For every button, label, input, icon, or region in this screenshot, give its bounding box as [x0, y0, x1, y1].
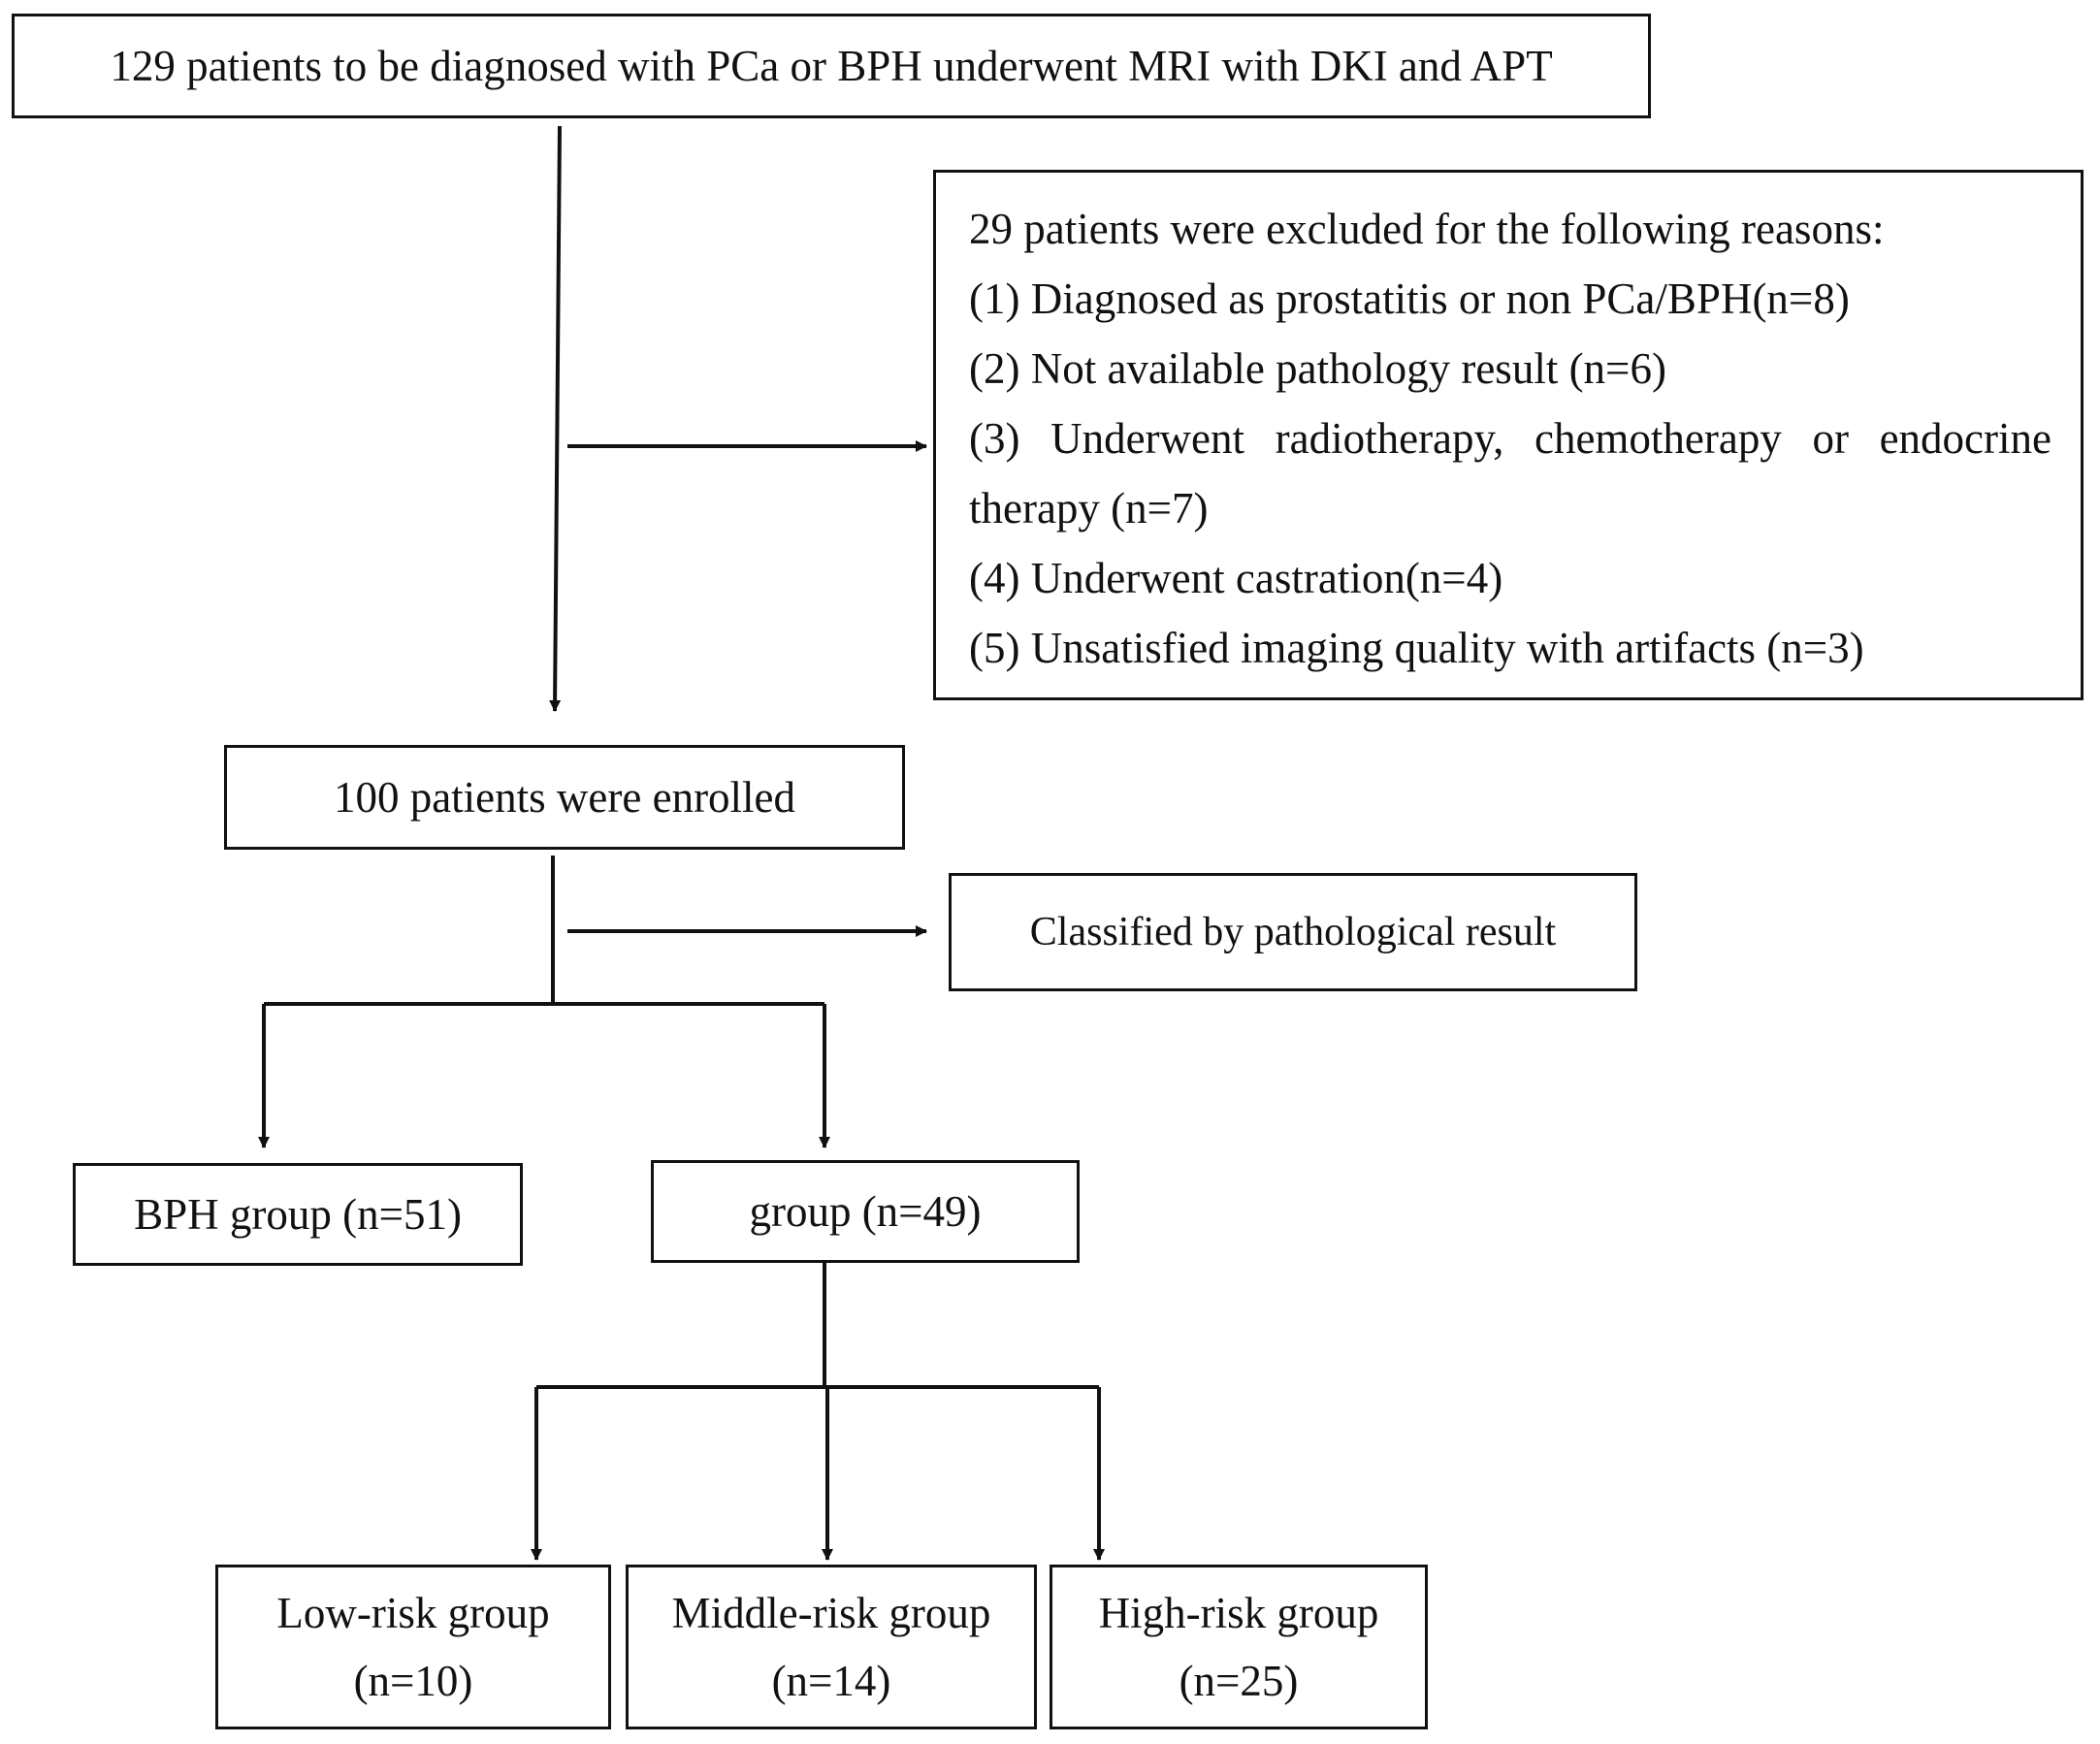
high-risk-label: High-risk group — [1098, 1589, 1379, 1637]
high-risk-box: High-risk group (n=25) — [1050, 1565, 1428, 1729]
exclusion-header: 29 patients were excluded for the follow… — [969, 205, 1885, 253]
exclusion-reason-5: (5) Unsatisfied imaging quality with art… — [969, 624, 1864, 672]
classified-text: Classified by pathological result — [1029, 909, 1557, 954]
middle-risk-label: Middle-risk group — [671, 1589, 991, 1637]
classified-box: Classified by pathological result — [949, 873, 1637, 991]
pca-group-text: group (n=49) — [749, 1187, 982, 1236]
low-risk-count: (n=10) — [353, 1657, 473, 1705]
screening-text: 129 patients to be diagnosed with PCa or… — [110, 42, 1553, 90]
enrolled-box: 100 patients were enrolled — [224, 745, 905, 850]
pca-group-box: group (n=49) — [651, 1160, 1080, 1263]
bph-group-text: BPH group (n=51) — [134, 1190, 462, 1239]
exclusion-reason-2: (2) Not available pathology result (n=6) — [969, 344, 1666, 393]
exclusion-reason-1: (1) Diagnosed as prostatitis or non PCa/… — [969, 275, 1850, 323]
low-risk-label: Low-risk group — [276, 1589, 550, 1637]
arrow-screening-to-enrolled — [549, 125, 562, 712]
bph-group-box: BPH group (n=51) — [73, 1163, 523, 1266]
exclusion-reason-4: (4) Underwent castration(n=4) — [969, 554, 1503, 602]
middle-risk-count: (n=14) — [771, 1657, 891, 1705]
high-risk-count: (n=25) — [1179, 1657, 1299, 1705]
screening-box: 129 patients to be diagnosed with PCa or… — [12, 14, 1651, 118]
exclusion-reason-3: (3) Underwent radiotherapy, chemotherapy… — [969, 414, 2052, 533]
low-risk-box: Low-risk group (n=10) — [215, 1565, 611, 1729]
exclusion-box: 29 patients were excluded for the follow… — [933, 170, 2084, 700]
middle-risk-box: Middle-risk group (n=14) — [626, 1565, 1037, 1729]
enrolled-text: 100 patients were enrolled — [333, 773, 796, 822]
